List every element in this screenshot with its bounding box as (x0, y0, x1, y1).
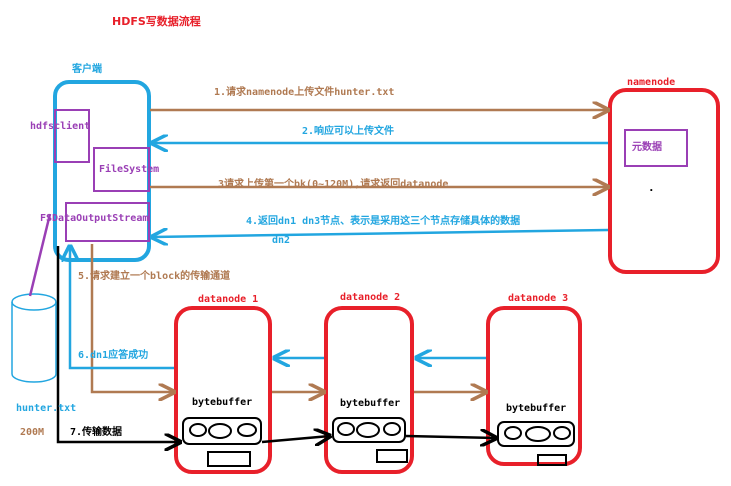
datanode-1-label: datanode 1 (198, 294, 259, 305)
step-1-label: 1.请求namenode上传文件hunter.txt (214, 87, 395, 98)
filesystem-box (93, 147, 150, 192)
arrow-step-7-b (261, 436, 330, 442)
step-5-label: 5.请求建立一个block的传输通道 (78, 271, 231, 282)
namenode-dot: . (648, 181, 655, 194)
diagram-title: HDFS写数据流程 (112, 15, 201, 28)
arrow-step-7-a (56, 246, 180, 442)
hdfsclient-box (54, 109, 90, 163)
bytebuffer-2 (332, 417, 408, 463)
bytebuffer-1-label: bytebuffer (192, 397, 253, 408)
datanode-2-label: datanode 2 (340, 292, 401, 303)
namenode-box (608, 88, 720, 274)
datanode-2-box (324, 306, 414, 474)
fsdos-label: FSDataOutputStream (40, 213, 149, 224)
bytebuffer-3-label: bytebuffer (506, 403, 567, 414)
datanode-3-label: datanode 3 (508, 293, 569, 304)
datanode-1-box (174, 306, 272, 474)
file-name-label: hunter.txt (16, 403, 77, 414)
file-cylinder (11, 293, 57, 383)
namenode-label: namenode (627, 77, 676, 88)
bytebuffer-3 (497, 421, 575, 466)
bytebuffer-2-label: bytebuffer (340, 398, 401, 409)
bytebuffer-1 (182, 417, 262, 467)
step-3-label: 3请求上传第一个bk(0~120M),请求返回datanode (218, 179, 449, 190)
arrow-step-4 (152, 230, 609, 237)
fsdos-box (65, 202, 150, 242)
step-6-label: 6.dn1应答成功 (78, 350, 149, 361)
hdfsclient-label: hdfsclient (30, 121, 91, 132)
step-4b-label: dn2 (272, 235, 291, 246)
metadata-box (624, 129, 688, 167)
arrow-step-6-c (70, 246, 174, 370)
metadata-label: 元数据 (632, 142, 662, 153)
client-label: 客户端 (72, 64, 102, 75)
arrow-step-7-c (405, 436, 496, 438)
datanode-3-box (486, 306, 582, 466)
file-size-label: 200M (20, 427, 45, 438)
step-7-label: 7.传输数据 (70, 427, 123, 438)
arrow-step-5-a (90, 244, 174, 392)
file-link-line (28, 213, 52, 297)
step-2-label: 2.响应可以上传文件 (302, 126, 395, 137)
filesystem-label: FileSystem (99, 164, 160, 175)
step-4-label: 4.返回dn1 dn3节点、表示是采用这三个节点存储具体的数据 (246, 216, 521, 227)
